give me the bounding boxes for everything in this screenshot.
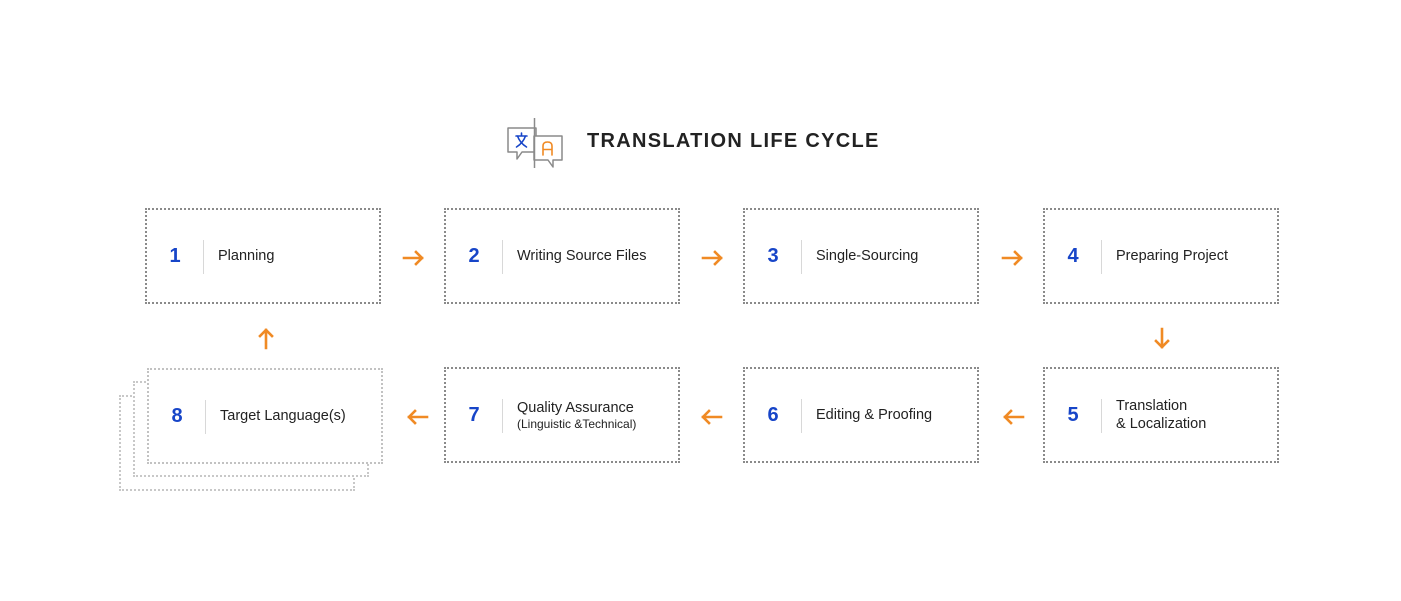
step-number: 2 [468, 245, 480, 267]
step-label: Single-Sourcing [816, 248, 919, 264]
step-label: Planning [218, 248, 275, 264]
step-box-1: 1 Planning [145, 208, 381, 304]
step-label-container: Editing & Proofing [816, 369, 969, 461]
step-label: Quality Assurance [517, 399, 634, 416]
step-box-3: 3 Single-Sourcing [743, 208, 979, 304]
step-number: 3 [767, 245, 779, 267]
step-label: Translation [1116, 398, 1188, 414]
step-divider [801, 399, 802, 433]
step-sublabel: (Linguistic &Technical) [517, 416, 637, 431]
arrow-left-icon [701, 409, 723, 425]
step-divider [1101, 399, 1102, 433]
step-divider [502, 240, 503, 274]
arrow-left-icon [1003, 409, 1025, 425]
step-number: 8 [171, 405, 183, 427]
step-label: Editing & Proofing [816, 407, 933, 423]
step-label: Preparing Project [1116, 248, 1229, 264]
step-label: Target Language(s) [220, 408, 346, 424]
step-label-container: Translation & Localization [1116, 369, 1269, 461]
step-box-6: 6 Editing & Proofing [743, 367, 979, 463]
step-divider [801, 240, 802, 274]
step-box-2: 2 Writing Source Files [444, 208, 680, 304]
step-number: 5 [1067, 404, 1079, 426]
translate-speech-bubbles-icon [507, 118, 563, 168]
step-label-container: Preparing Project [1116, 210, 1269, 302]
step-label-container: Quality Assurance (Linguistic &Technical… [517, 369, 670, 461]
step-divider [502, 399, 503, 433]
step-label-container: Writing Source Files [517, 210, 670, 302]
step-number: 7 [468, 404, 480, 426]
step-number: 6 [767, 404, 779, 426]
step-box-8: 8 Target Language(s) [147, 368, 383, 464]
arrow-down-icon [1154, 327, 1170, 349]
step-label-line-2: & Localization [1116, 416, 1207, 432]
arrow-up-icon [258, 328, 274, 350]
step-box-7: 7 Quality Assurance (Linguistic &Technic… [444, 367, 680, 463]
step-number: 1 [169, 245, 181, 267]
step-label-container: Planning [218, 210, 371, 302]
step-divider [1101, 240, 1102, 274]
step-label-container: Single-Sourcing [816, 210, 969, 302]
step-label-container: Target Language(s) [220, 370, 373, 462]
arrow-right-icon [402, 250, 424, 266]
arrow-right-icon [701, 250, 723, 266]
step-divider [203, 240, 204, 274]
step-box-5: 5 Translation & Localization [1043, 367, 1279, 463]
arrow-right-icon [1001, 250, 1023, 266]
arrow-left-icon [407, 409, 429, 425]
step-box-4: 4 Preparing Project [1043, 208, 1279, 304]
step-label: Writing Source Files [517, 248, 647, 264]
step-number: 4 [1067, 245, 1079, 267]
step-divider [205, 400, 206, 434]
diagram-title: TRANSLATION LIFE CYCLE [587, 130, 880, 152]
